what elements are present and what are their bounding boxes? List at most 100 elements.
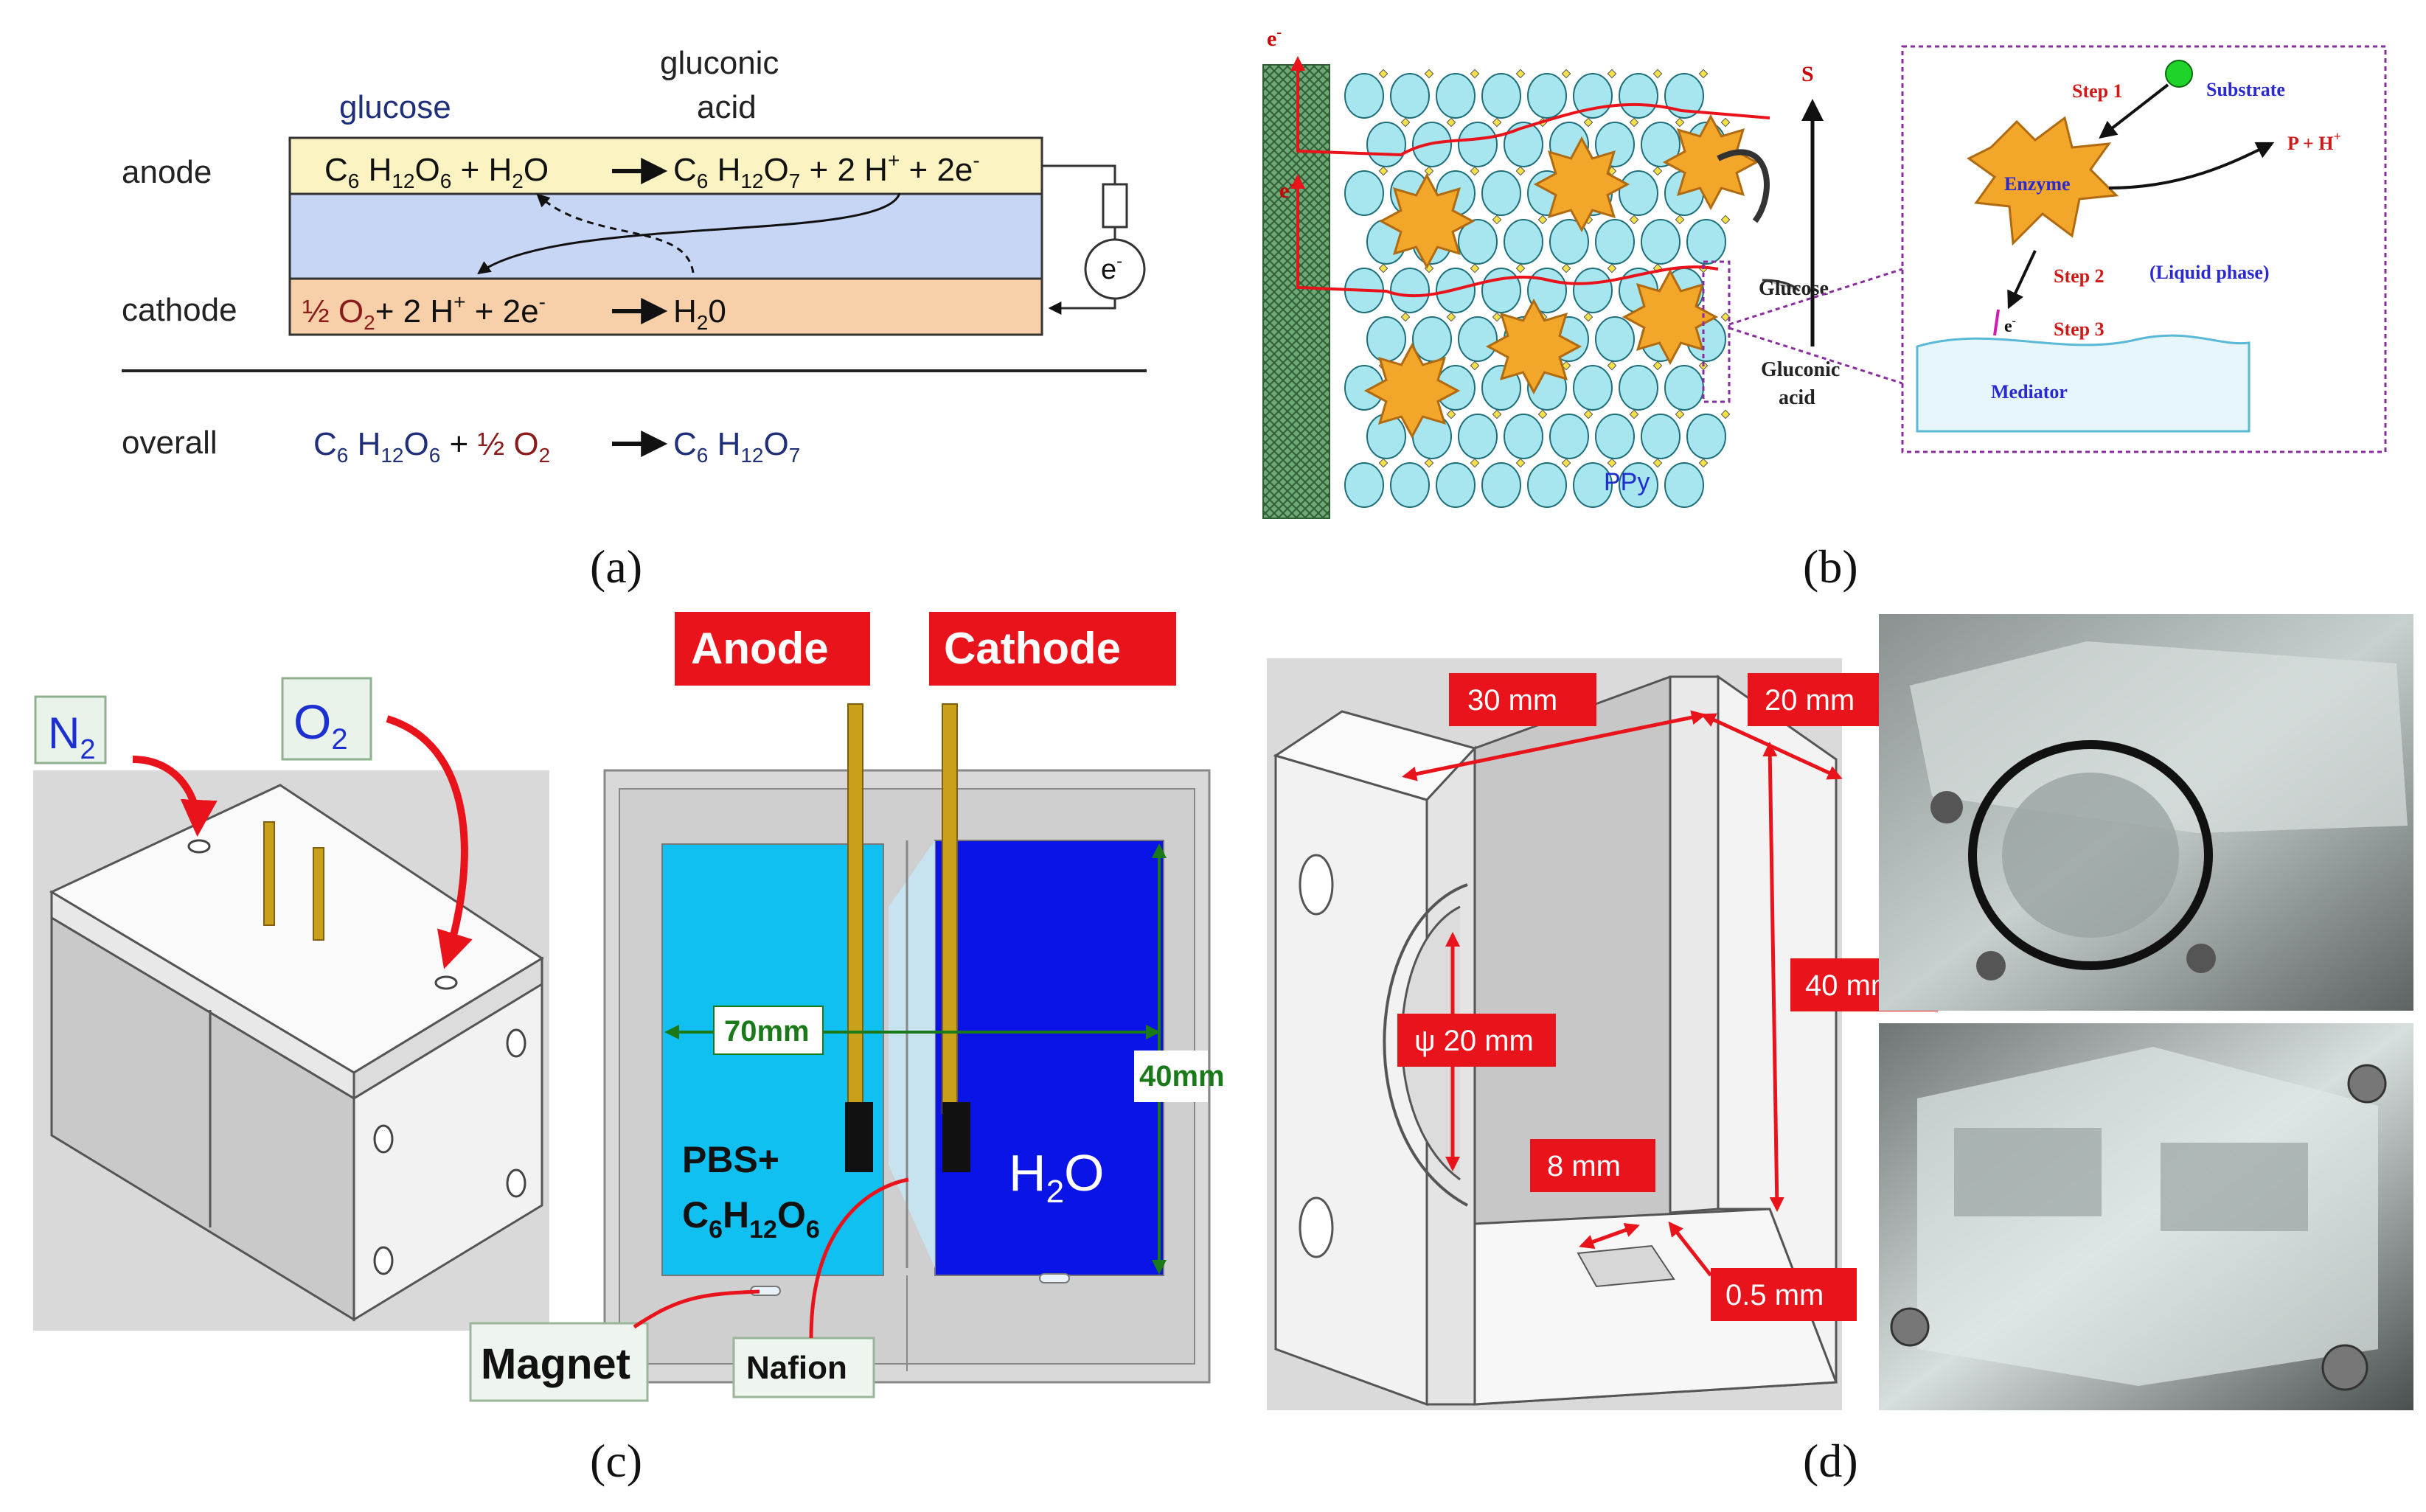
- mediator-dot: [1583, 409, 1593, 419]
- mediator-dot: [1583, 117, 1593, 128]
- ppy-bead: [1595, 316, 1635, 362]
- ppy-bead: [1527, 462, 1567, 508]
- mediator-dot: [1561, 458, 1571, 468]
- mediator-dot: [1424, 166, 1434, 176]
- mediator-dot: [1629, 117, 1639, 128]
- mediator-dot: [1400, 117, 1411, 128]
- ppy-bead: [1481, 268, 1521, 313]
- label-gluconic-b-1: Gluconic: [1761, 358, 1840, 381]
- ppy-bead: [1619, 73, 1658, 119]
- panel-a: glucose gluconic acid anode cathode C6 H…: [122, 45, 1147, 593]
- panel-label-b: (b): [1803, 540, 1858, 593]
- label-dim-20: 20 mm: [1765, 684, 1855, 717]
- ppy-bead: [1527, 73, 1567, 119]
- mediator-dot: [1607, 263, 1617, 274]
- height-label-box: [1134, 1051, 1208, 1102]
- ppy-bead: [1504, 219, 1543, 265]
- enzyme-icon: [1967, 116, 2119, 246]
- ppy-bead: [1481, 170, 1521, 216]
- mediator-dot: [1424, 458, 1434, 468]
- enzyme-cluster: [1662, 114, 1759, 211]
- photo-top-hole-2: [1976, 951, 2006, 980]
- enzyme-cluster: [1378, 173, 1476, 270]
- mediator-dot: [1698, 458, 1709, 468]
- cathode-chamber-water: [934, 840, 1164, 1276]
- ppy-bead: [1458, 316, 1498, 362]
- label-h2o: H2O: [1009, 1144, 1105, 1210]
- label-cathode-c: Cathode: [944, 624, 1121, 673]
- ppy-bead: [1641, 414, 1681, 459]
- anode-label-box: [675, 612, 870, 686]
- n2-arrow: [132, 756, 218, 837]
- mediator-layer: [1916, 334, 2251, 433]
- mediator-dot: [1698, 69, 1709, 79]
- anode-chamber-water: [661, 843, 884, 1276]
- label-liquid-phase: (Liquid phase): [2149, 262, 2270, 283]
- ppy-bead: [1436, 462, 1476, 508]
- mediator-dot: [1561, 263, 1571, 274]
- photo-bottom-nut-2: [2321, 1344, 2368, 1391]
- ppy-bead: [1573, 268, 1613, 313]
- ppy-bead: [1366, 122, 1406, 167]
- mediator-dot: [1583, 312, 1593, 322]
- overall-rhs: C6 H12O7: [673, 426, 800, 467]
- label-dim-8: 8 mm: [1547, 1150, 1621, 1182]
- panel-label-d: (d): [1803, 1435, 1858, 1487]
- magnet-pointer: [633, 1289, 760, 1329]
- ppy-bead: [1573, 462, 1613, 508]
- mediator-dot: [1446, 117, 1456, 128]
- nafion-pointer: [809, 1177, 909, 1339]
- dim-05-box: [1711, 1268, 1857, 1321]
- mediator-dot: [1652, 166, 1663, 176]
- enzyme-cluster: [1533, 136, 1630, 233]
- screw-hole-1: [373, 1124, 394, 1154]
- label-s: S: [1801, 62, 1814, 86]
- panel-d: 30 mm 20 mm 40 mm ψ 20 mm 8 mm 0.5 mm (d…: [1267, 614, 2413, 1487]
- label-n2: N2: [48, 708, 95, 765]
- n2-port: [187, 839, 211, 854]
- circuit-wire-bottom: [1048, 299, 1116, 315]
- ppy-bead: [1390, 73, 1430, 119]
- ppy-bead: [1504, 122, 1543, 167]
- mediator-dot: [1720, 215, 1731, 225]
- ppy-bead: [1481, 73, 1521, 119]
- ppy-bead: [1686, 219, 1726, 265]
- mediator-dot: [1470, 69, 1480, 79]
- mediator-dot: [1675, 215, 1685, 225]
- dim-40-line: [1762, 742, 1784, 1212]
- dim-30-line: [1402, 710, 1706, 781]
- mediator-dot: [1720, 312, 1731, 322]
- label-pbs-2: C6H12O6: [682, 1194, 820, 1244]
- ppy-bead: [1458, 219, 1498, 265]
- ppy-bead: [1344, 170, 1384, 216]
- photo-top-port: [2002, 773, 2179, 938]
- ppy-bead: [1390, 462, 1430, 508]
- mediator-dot: [1515, 263, 1526, 274]
- nafion-label-box: [732, 1337, 875, 1398]
- mediator-dot: [1515, 166, 1526, 176]
- mediator-dot: [1629, 215, 1639, 225]
- proton-arrow: [477, 192, 901, 275]
- label-o2: O2: [293, 694, 348, 756]
- label-dim-psi: ψ 20 mm: [1414, 1025, 1534, 1057]
- zoom-line-bottom: [1728, 327, 1903, 385]
- mediator-dot: [1652, 458, 1663, 468]
- ppy-bead: [1344, 73, 1384, 119]
- mediator-dot: [1470, 360, 1480, 371]
- mediator-dot: [1629, 409, 1639, 419]
- o2-port: [434, 975, 458, 990]
- label-dim-30: 30 mm: [1467, 684, 1557, 717]
- label-cathode: cathode: [122, 292, 237, 328]
- panel-label-a: (a): [590, 540, 642, 593]
- mediator-dot: [1446, 409, 1456, 419]
- electron-label-2: e-: [1279, 176, 1294, 203]
- glucose-arrow-shape: [1762, 279, 1801, 292]
- box-side-face: [352, 982, 543, 1322]
- photo-top-hole-1: [1930, 791, 1963, 823]
- o2-arrow: [386, 715, 473, 969]
- dim-30-box: [1449, 673, 1596, 726]
- magnet-label-box: [469, 1322, 649, 1402]
- enzyme-clusters: [1363, 114, 1759, 439]
- ppy-bead: [1549, 414, 1589, 459]
- label-overall: overall: [122, 425, 218, 461]
